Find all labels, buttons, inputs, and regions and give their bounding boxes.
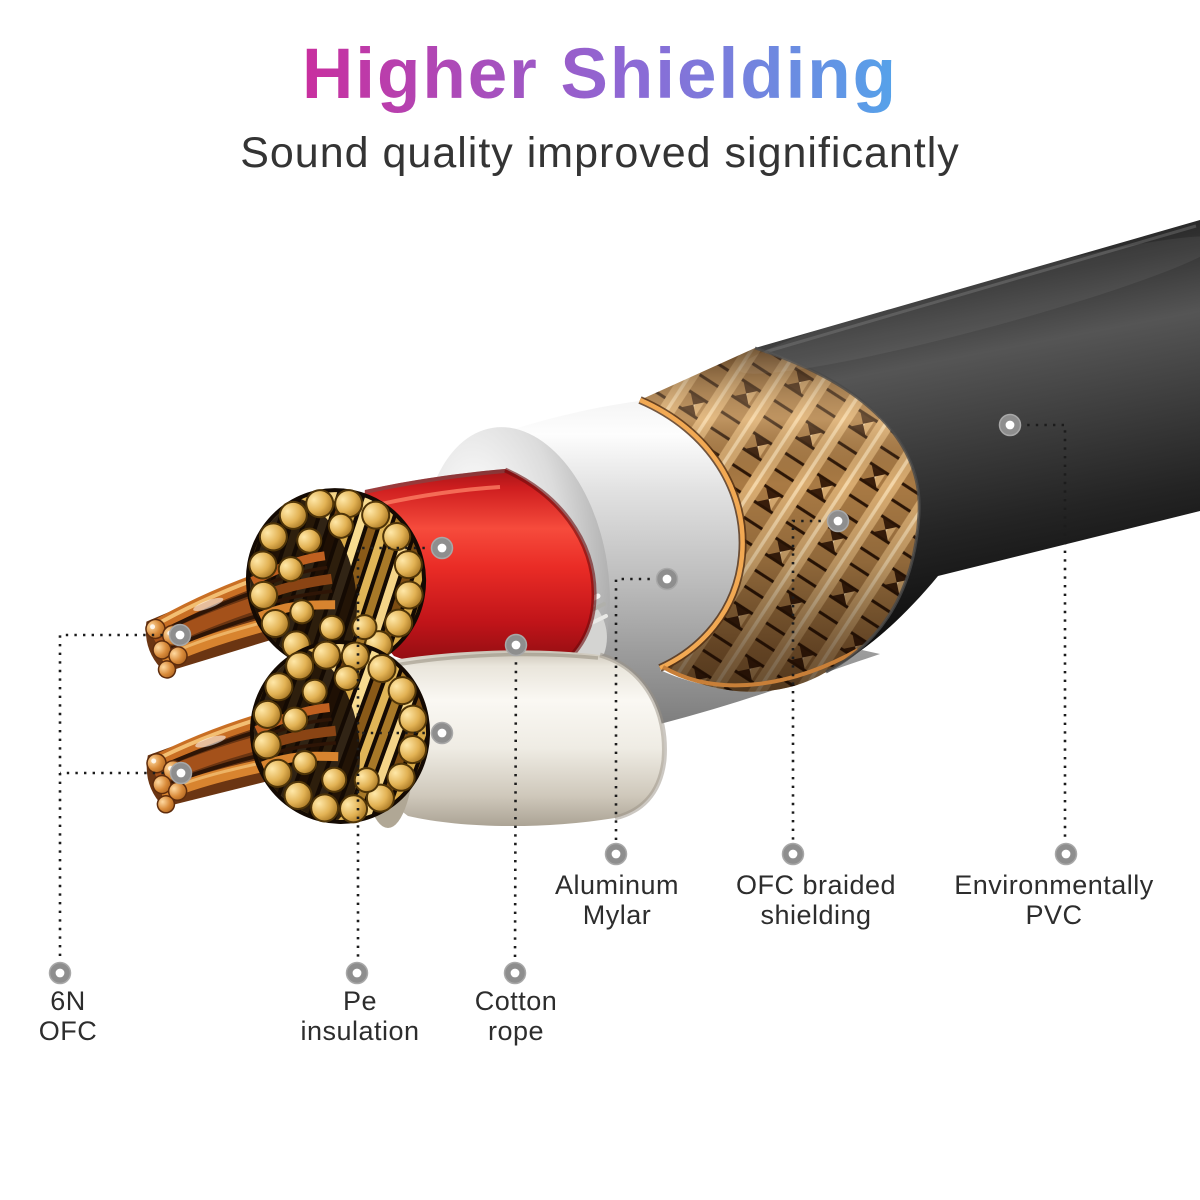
label-braid-line1: OFC braided — [735, 870, 897, 900]
label-6n-ofc-line2: OFC — [38, 1016, 98, 1046]
label-pvc-line2: PVC — [1025, 900, 1083, 930]
callout-line-braid — [791, 519, 838, 842]
callout-line-pe — [356, 546, 442, 961]
ring-pvc — [1054, 842, 1078, 866]
header: Higher Shielding Sound quality improved … — [0, 34, 1200, 178]
callout-line-6n-ofc — [58, 633, 180, 961]
label-braid-line2: shielding — [760, 900, 872, 930]
callout-lines — [58, 423, 1067, 962]
ring-6n-ofc — [48, 961, 72, 985]
page-subtitle: Sound quality improved significantly — [240, 129, 960, 177]
marker-6n-ofc-bottom — [169, 761, 193, 785]
label-6n-ofc: 6N OFC — [39, 986, 98, 1046]
marker-pe-bottom — [430, 721, 454, 745]
label-ofc-braided: OFC braided shielding — [736, 870, 896, 930]
label-pe-insulation: Pe insulation — [300, 986, 419, 1046]
ring-mylar — [604, 842, 628, 866]
callout-line-pvc — [1010, 423, 1067, 842]
label-cotton-line1: Cotton — [474, 986, 558, 1016]
label-pe-line1: Pe — [342, 986, 378, 1016]
label-mylar-line1: Aluminum — [554, 870, 680, 900]
label-6n-ofc-line1: 6N — [50, 986, 86, 1016]
marker-6n-ofc-top — [168, 623, 192, 647]
label-environmentally-pvc: Environmentally PVC — [954, 870, 1154, 930]
label-pvc-line1: Environmentally — [954, 870, 1154, 900]
ring-braid — [781, 842, 805, 866]
label-pe-line2: insulation — [300, 1016, 420, 1046]
label-cotton-line2: rope — [487, 1016, 545, 1046]
label-aluminum-mylar: Aluminum Mylar — [555, 870, 679, 930]
ofc-braid-layer — [638, 348, 920, 692]
label-cotton-rope: Cotton rope — [475, 986, 558, 1046]
ring-cotton — [503, 961, 527, 985]
marker-cotton — [504, 633, 528, 657]
label-mylar-line2: Mylar — [582, 900, 652, 930]
marker-pvc — [998, 413, 1022, 437]
ring-pe — [345, 961, 369, 985]
pvc-jacket-layer — [738, 220, 1200, 674]
callout-line-cotton — [513, 644, 518, 962]
marker-braid — [826, 509, 850, 533]
page-title: Higher Shielding — [301, 35, 899, 114]
marker-mylar — [655, 567, 679, 591]
marker-pe-top — [430, 536, 454, 560]
